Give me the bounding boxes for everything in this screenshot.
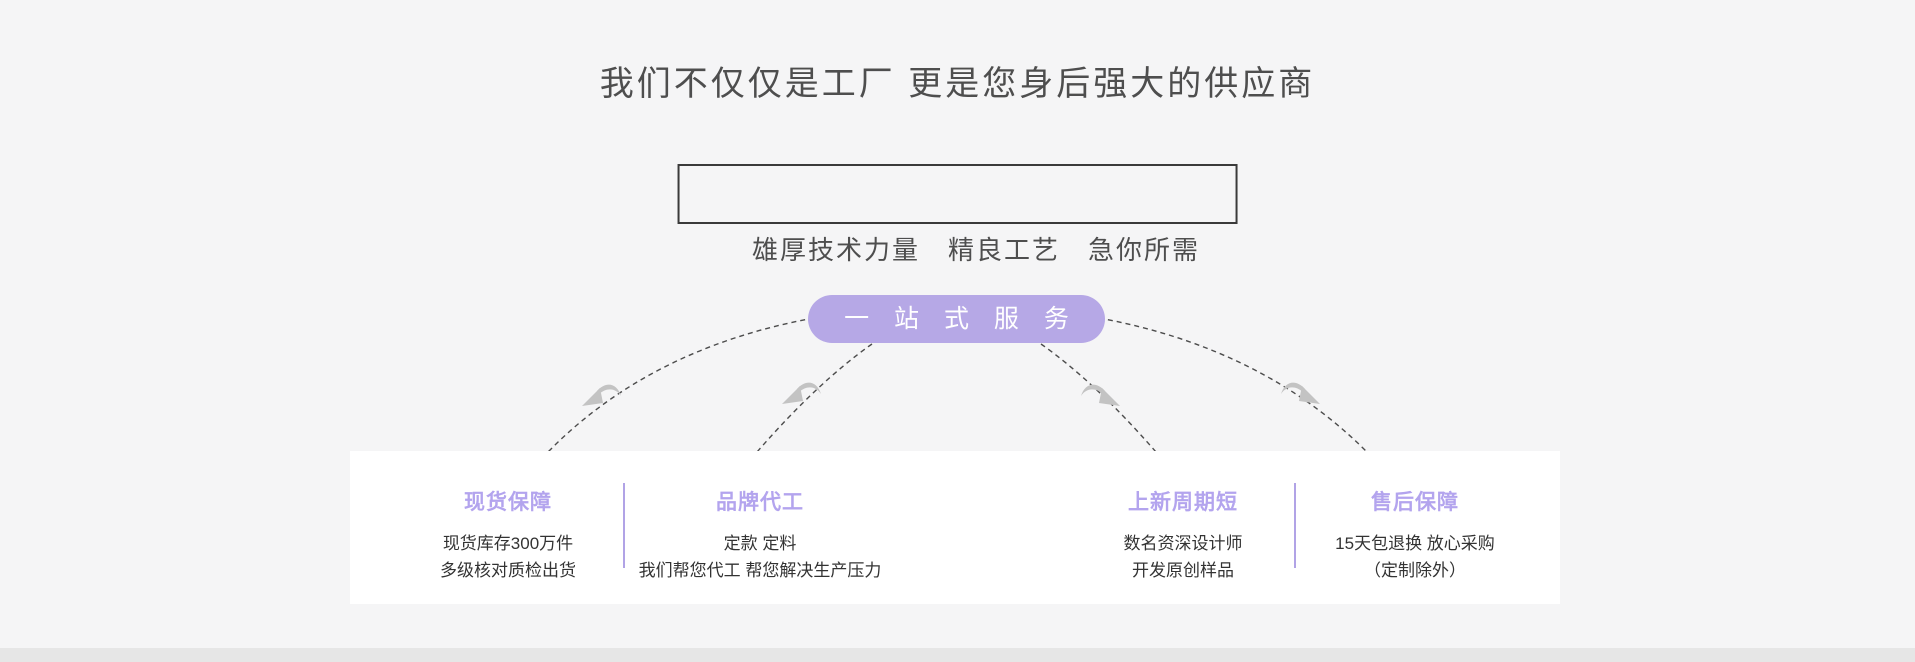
curved-arrow-down-right-icon [1081,384,1120,406]
column-divider [1294,483,1296,568]
service-line: 我们帮您代工 帮您解决生产压力 [638,561,882,580]
service-line: 定款 定料 [723,534,797,553]
curved-arrow-down-left-icon [582,384,621,406]
services-panel: 现货保障 现货库存300万件 多级核对质检出货 品牌代工 定款 定料 我们帮您代… [350,451,1560,604]
service-column-brand-oem: 品牌代工 定款 定料 我们帮您代工 帮您解决生产压力 [639,486,882,584]
curved-arrow-down-right-icon [1281,382,1320,404]
dashed-arc-outer-right [1098,317,1368,453]
service-line: 数名资深设计师 [1123,534,1243,553]
column-divider [623,483,625,568]
service-column-fast-new-arrivals: 上新周期短 数名资深设计师 开发原创样品 [1124,486,1243,584]
service-line: （定制除外） [1363,561,1466,580]
service-line: 多级核对质检出货 [440,561,576,580]
service-column-after-sales: 售后保障 15天包退换 放心采购 （定制除外） [1335,486,1495,584]
service-column-stock-guarantee: 现货保障 现货库存300万件 多级核对质检出货 [440,486,576,584]
service-title: 品牌代工 [715,491,804,514]
page-title: 我们不仅仅是工厂 更是您身后强大的供应商 [599,65,1316,103]
service-title: 上新周期短 [1128,491,1238,514]
curved-arrow-down-left-icon [782,382,821,404]
service-line: 开发原创样品 [1132,561,1234,580]
service-title: 售后保障 [1370,491,1459,514]
service-title: 现货保障 [464,491,552,514]
subtitle-box: 雄厚技术力量 精良工艺 急你所需 [677,164,1238,265]
service-line: 现货库存300万件 [442,534,574,553]
dashed-arc-outer-left [547,317,815,453]
one-stop-service-pill: 一 站 式 服 务 [808,295,1105,343]
bottom-bar [0,648,1915,662]
subtitle-text: 雄厚技术力量 精良工艺 急你所需 [751,235,1200,265]
service-line: 15天包退换 放心采购 [1335,534,1495,553]
dashed-arc-inner-left [756,343,873,453]
dashed-arc-inner-right [1040,343,1157,453]
